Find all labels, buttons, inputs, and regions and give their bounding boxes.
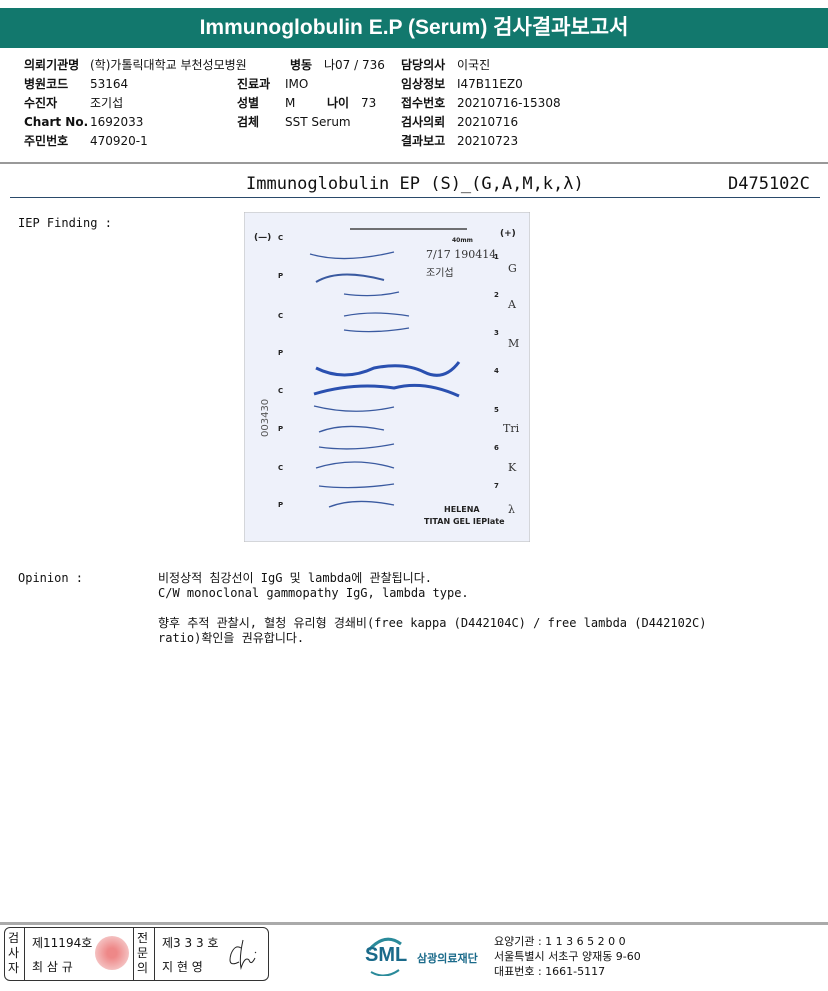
specialist-label: 전문의 [137,931,149,975]
logo-text: SML [365,944,408,966]
gel-serial: 003430 [260,399,271,437]
antiserum-label: A [507,298,517,311]
row-label: P [278,501,283,509]
org-info: 요양기관 : 1 1 3 6 5 2 0 0 서울특별시 서초구 양재동 9-6… [494,934,641,979]
hospital: (학)가톨릭대학교 부천성모병원 [90,58,247,72]
row-label: P [278,349,283,357]
label: 결과보고 [401,134,446,148]
well-number: 4 [494,367,499,375]
divider [0,922,828,925]
row-label: C [278,234,283,242]
org-name: 삼광의료재단 [417,952,478,965]
gel-background [244,212,530,542]
doctor: 이국진 [457,58,491,72]
test-code: D475102C [728,174,810,194]
label: 병원코드 [24,77,69,91]
label: 검체 [237,115,260,129]
gel-date: 7/17 190414 [426,248,496,261]
examiner-name: 최 삼 규 [32,960,73,974]
clinical-info: I47B11EZ0 [457,77,523,91]
divider [10,197,820,198]
signature-icon [229,939,257,970]
well-number: 6 [494,444,499,452]
label: 병동 [290,58,313,72]
ward: 나07 / 736 [324,58,385,72]
receipt-no: 20210716-15308 [457,96,561,110]
label: 의뢰기관명 [24,58,80,72]
iep-gel-image: (—) (+) 40mm 7/17 190414 조기섭 003430 HELE… [244,212,530,542]
examiner-license: 제11194호 [32,936,93,950]
antiserum-label: K [508,461,517,474]
phone: 대표번호 : 1661-5117 [494,965,606,978]
well-number: 1 [494,253,499,261]
address: 서울특별시 서초구 양재동 9-60 [494,950,641,963]
institution-code: 요양기관 : 1 1 3 6 5 2 0 0 [494,935,626,948]
opinion-label: Opinion : [18,571,84,585]
gel-neg: (—) [254,233,271,243]
opinion-line: 비정상적 침강선이 IgG 및 lambda에 관찰됩니다. [158,571,432,585]
antiserum-label: Tri [503,422,520,435]
precipitin-arcs [309,228,467,508]
label: 검사의뢰 [401,115,446,129]
header-col1: 의뢰기관명 (학)가톨릭대학교 부천성모병원 병원코드 53164 수진자 조기섭 C… [24,56,247,151]
chart-no: 1692033 [90,115,144,129]
divider [0,162,828,164]
label: 담당의사 [401,58,446,72]
resident-no: 470920-1 [90,134,148,148]
sml-logo: SML 삼광의료재단 [365,932,478,980]
age: 73 [361,96,377,110]
specimen: SST Serum [285,115,351,129]
row-label: C [278,464,283,472]
gel-pos: (+) [500,229,516,239]
well-number: 2 [494,291,499,299]
specialist-license: 제3 3 3 호 [162,936,219,950]
dept: IMO [285,77,309,91]
specialist-name: 지 현 영 [162,960,203,974]
header-col2: 진료과 IMO 성별 M 나이 73 검체 SST Serum [237,75,376,132]
label: 수진자 [24,96,58,110]
gel-scale: 40mm [452,237,473,244]
label: 나이 [327,96,350,110]
patient-name: 조기섭 [90,96,124,110]
header-col3: 담당의사 이국진 임상정보 I47B11EZ0 접수번호 20210716-15308… [401,56,561,151]
antiserum-label: M [508,337,519,350]
label: Chart No. [24,115,89,129]
opinion-line: ratio)확인을 권유합니다. [158,631,305,645]
test-name: Immunoglobulin EP (S)_(G,A,M,k,λ) [246,174,584,194]
report-date: 20210723 [457,134,519,148]
label: 성별 [237,96,260,110]
label: 임상정보 [401,77,446,91]
opinion-line: 향후 추적 관찰시, 혈청 유리형 경쇄비(free kappa (D44210… [158,616,707,630]
antiserum-label: G [508,262,517,275]
report-title: Immunoglobulin E.P (Serum) 검사결과보고서 [0,8,828,48]
gel-product: TITAN GEL IEPlate [424,517,505,526]
label: 접수번호 [401,96,446,110]
well-number: 5 [494,406,499,414]
row-label: P [278,425,283,433]
header-ward: 병동 나07 / 736 [290,56,385,75]
gel-brand: HELENA [444,505,480,514]
sex: M [285,96,296,110]
well-number: 7 [494,482,499,490]
gel-name: 조기섭 [426,267,454,279]
label: 주민번호 [24,134,69,148]
signature-box: 검사자 제11194호 최 삼 규 전문의 제3 3 3 호 지 현 영 [4,927,269,981]
opinion-line: C/W monoclonal gammopathy IgG, lambda ty… [158,586,469,600]
request-date: 20210716 [457,115,519,129]
row-label: P [278,272,283,280]
seal-icon [95,936,129,970]
examiner-label: 검사자 [8,931,20,975]
well-number: 3 [494,329,499,337]
row-label: C [278,387,283,395]
label: 진료과 [237,77,271,91]
finding-label: IEP Finding : [18,216,112,230]
hospital-code: 53164 [90,77,129,91]
row-label: C [278,312,283,320]
antiserum-label: λ [508,503,515,516]
